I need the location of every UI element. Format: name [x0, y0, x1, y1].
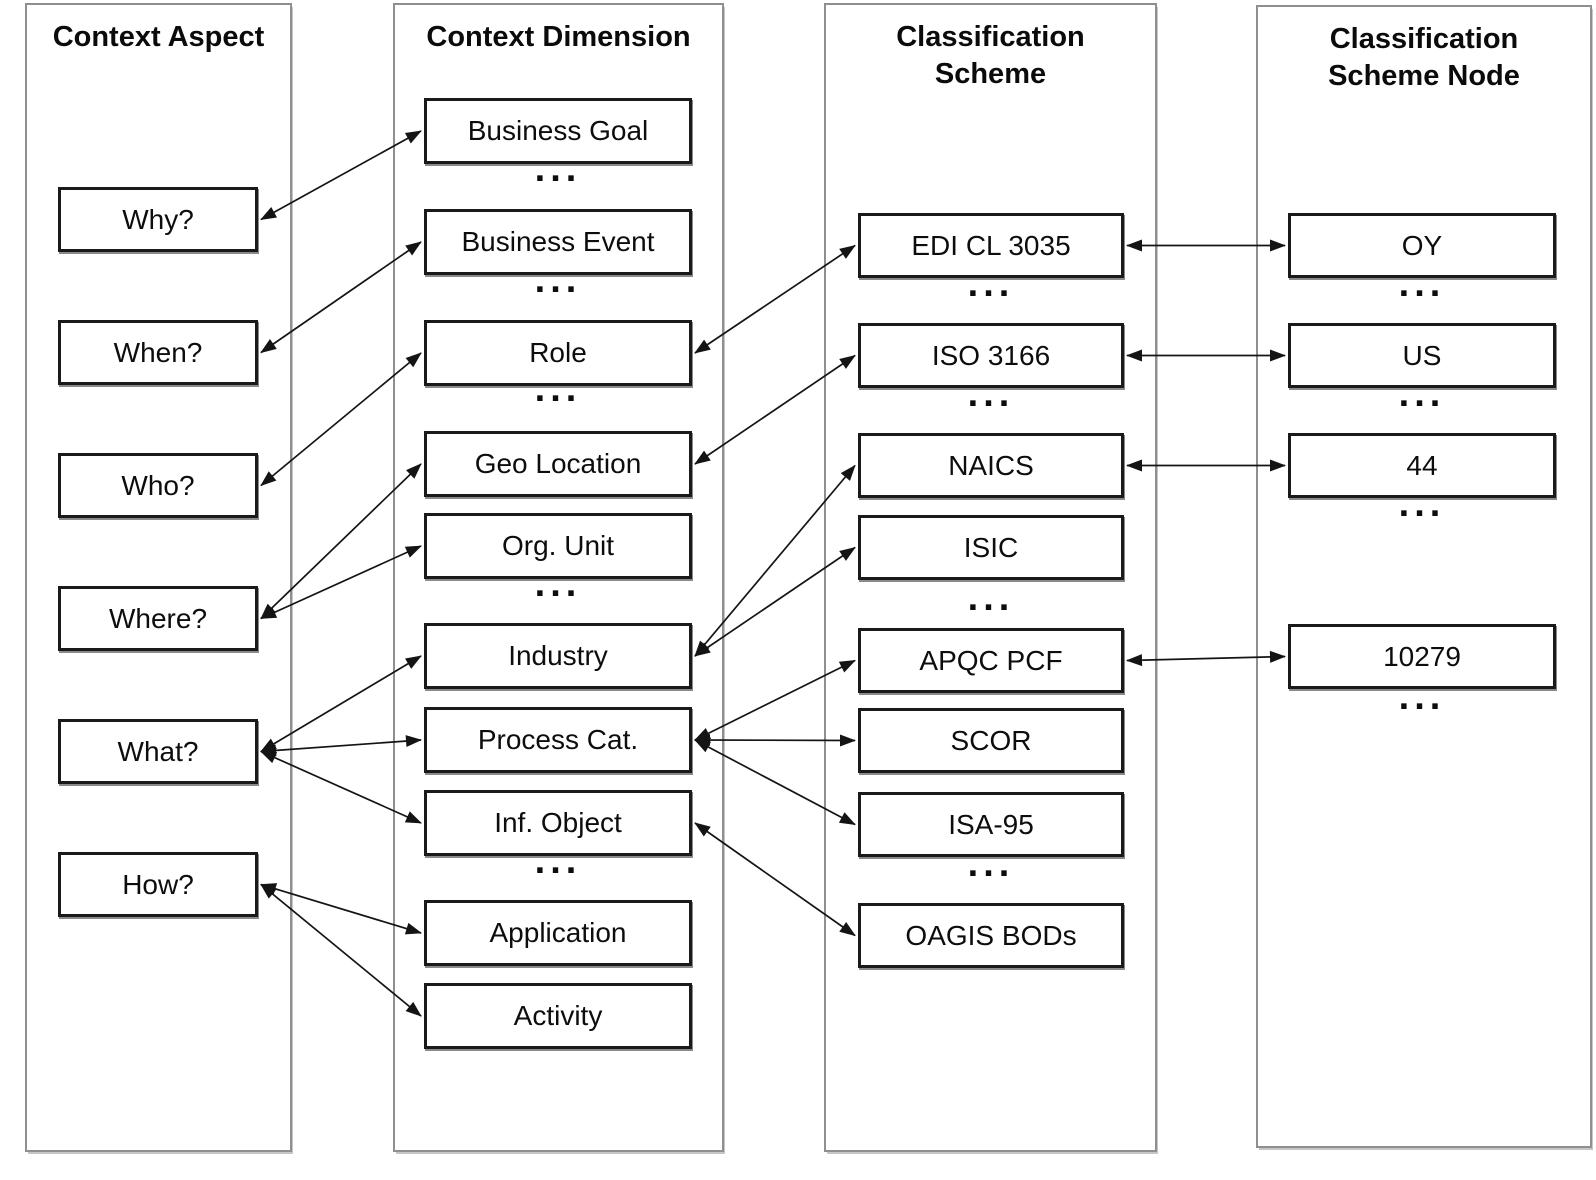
column-header-context-dimension: Context Dimension — [426, 21, 691, 53]
ellipsis-dim-dots-1: ... — [424, 148, 692, 194]
ellipsis-dim-dots-3: ... — [424, 368, 692, 414]
panel-classification-scheme-node: Classification Scheme Node — [1256, 5, 1592, 1148]
node-box-how: How? — [58, 852, 258, 917]
ellipsis-glyph: ... — [534, 562, 582, 605]
node-box-process-cat: Process Cat. — [424, 707, 692, 773]
ellipsis-cs-dots-2: ... — [858, 373, 1124, 419]
arrow-what--inf-object — [260, 750, 422, 824]
arrow-how--activity — [260, 883, 422, 1017]
ellipsis-glyph: ... — [967, 262, 1015, 305]
ellipsis-glyph: ... — [967, 842, 1015, 885]
node-box-who: Who? — [58, 453, 258, 518]
ellipsis-dim-dots-5: ... — [424, 840, 692, 886]
node-box-role: Role — [424, 320, 692, 386]
ellipsis-glyph: ... — [534, 147, 582, 190]
node-box-n44: 44 — [1288, 433, 1556, 498]
node-box-why: Why? — [58, 187, 258, 252]
column-header-classification-scheme: Classification Scheme — [896, 21, 1085, 90]
node-box-iso-3166: ISO 3166 — [858, 323, 1124, 388]
node-box-when: When? — [58, 320, 258, 385]
node-box-org-unit: Org. Unit — [424, 513, 692, 579]
ellipsis-glyph: ... — [534, 258, 582, 301]
arrow-process-cat--apqc-pcf — [694, 659, 856, 741]
ellipsis-csn-dots-3: ... — [1288, 483, 1556, 529]
node-box-isa-95: ISA-95 — [858, 792, 1124, 857]
node-box-oagis-bods: OAGIS BODs — [858, 903, 1124, 968]
ellipsis-dim-dots-2: ... — [424, 259, 692, 305]
node-box-application: Application — [424, 900, 692, 966]
ellipsis-csn-dots-1: ... — [1288, 263, 1556, 309]
column-header-classification-scheme-node: Classification Scheme Node — [1328, 23, 1520, 92]
arrow-role--edi-cl-3035 — [694, 244, 856, 354]
arrow-what--process-cat — [260, 735, 422, 757]
ellipsis-glyph: ... — [967, 576, 1015, 619]
arrow-where--geo-location — [260, 463, 422, 620]
ellipsis-glyph: ... — [534, 367, 582, 410]
node-box-edi-cl-3035: EDI CL 3035 — [858, 213, 1124, 278]
ellipsis-dim-dots-4: ... — [424, 563, 692, 609]
node-box-apqc-pcf: APQC PCF — [858, 628, 1124, 693]
node-box-what: What? — [58, 719, 258, 784]
arrow-what--industry — [260, 655, 422, 753]
arrow-geo-location--iso-3166 — [694, 354, 856, 465]
arrow-when--business-event — [260, 241, 422, 354]
ellipsis-cs-dots-4: ... — [858, 843, 1124, 889]
arrow-how--application — [260, 883, 422, 935]
node-box-business-event: Business Event — [424, 209, 692, 275]
arrow-apqc-pcf--n10279 — [1126, 650, 1286, 667]
ellipsis-glyph: ... — [1398, 675, 1446, 718]
node-box-n10279: 10279 — [1288, 624, 1556, 689]
ellipsis-csn-dots-4: ... — [1288, 676, 1556, 722]
arrow-where--org-unit — [260, 545, 422, 620]
ellipsis-glyph: ... — [1398, 482, 1446, 525]
ellipsis-glyph: ... — [1398, 372, 1446, 415]
ellipsis-csn-dots-2: ... — [1288, 373, 1556, 419]
ellipsis-glyph: ... — [1398, 262, 1446, 305]
arrow-process-cat--scor — [694, 734, 856, 747]
ellipsis-cs-dots-1: ... — [858, 263, 1124, 309]
arrow-industry--naics — [694, 464, 856, 657]
ellipsis-cs-dots-3: ... — [858, 577, 1124, 623]
node-box-scor: SCOR — [858, 708, 1124, 773]
node-box-activity: Activity — [424, 983, 692, 1049]
node-box-geo-location: Geo Location — [424, 431, 692, 497]
node-box-industry: Industry — [424, 623, 692, 689]
node-box-naics: NAICS — [858, 433, 1124, 498]
arrow-who--role — [260, 352, 422, 487]
node-box-business-goal: Business Goal — [424, 98, 692, 164]
arrow-process-cat--isa-95 — [694, 739, 856, 826]
node-box-isic: ISIC — [858, 515, 1124, 580]
arrow-inf-object--oagis-bods — [694, 822, 856, 937]
node-box-where: Where? — [58, 586, 258, 651]
ellipsis-glyph: ... — [534, 839, 582, 882]
node-box-us: US — [1288, 323, 1556, 388]
arrow-industry--isic — [694, 546, 856, 657]
node-box-inf-object: Inf. Object — [424, 790, 692, 856]
column-header-context-aspect: Context Aspect — [52, 21, 265, 53]
arrow-why--business-goal — [260, 130, 422, 221]
node-box-oy: OY — [1288, 213, 1556, 278]
ellipsis-glyph: ... — [967, 372, 1015, 415]
